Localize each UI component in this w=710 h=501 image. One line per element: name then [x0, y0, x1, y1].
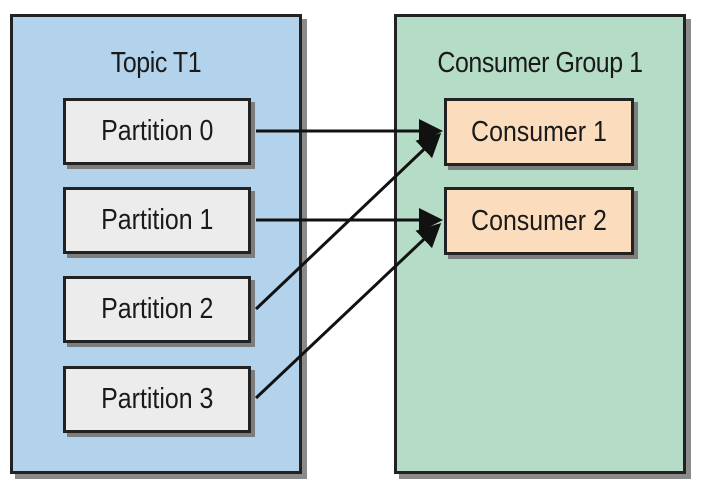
- consumer-box-1: Consumer 1: [444, 98, 634, 166]
- consumer-box-2: Consumer 2: [444, 187, 634, 255]
- partition-box-3: Partition 3: [63, 366, 251, 433]
- partition-box-0: Partition 0: [63, 98, 251, 165]
- topic-title: Topic T1: [110, 47, 202, 79]
- partition-label: Partition 1: [100, 204, 214, 236]
- partition-label: Partition 3: [100, 383, 214, 415]
- partition-box-2: Partition 2: [63, 276, 251, 343]
- consumer-group-title: Consumer Group 1: [437, 47, 643, 79]
- consumer-label: Consumer 1: [471, 115, 607, 148]
- partition-box-1: Partition 1: [63, 187, 251, 254]
- partition-label: Partition 2: [100, 293, 214, 325]
- partition-label: Partition 0: [100, 115, 214, 147]
- consumer-label: Consumer 2: [471, 204, 607, 237]
